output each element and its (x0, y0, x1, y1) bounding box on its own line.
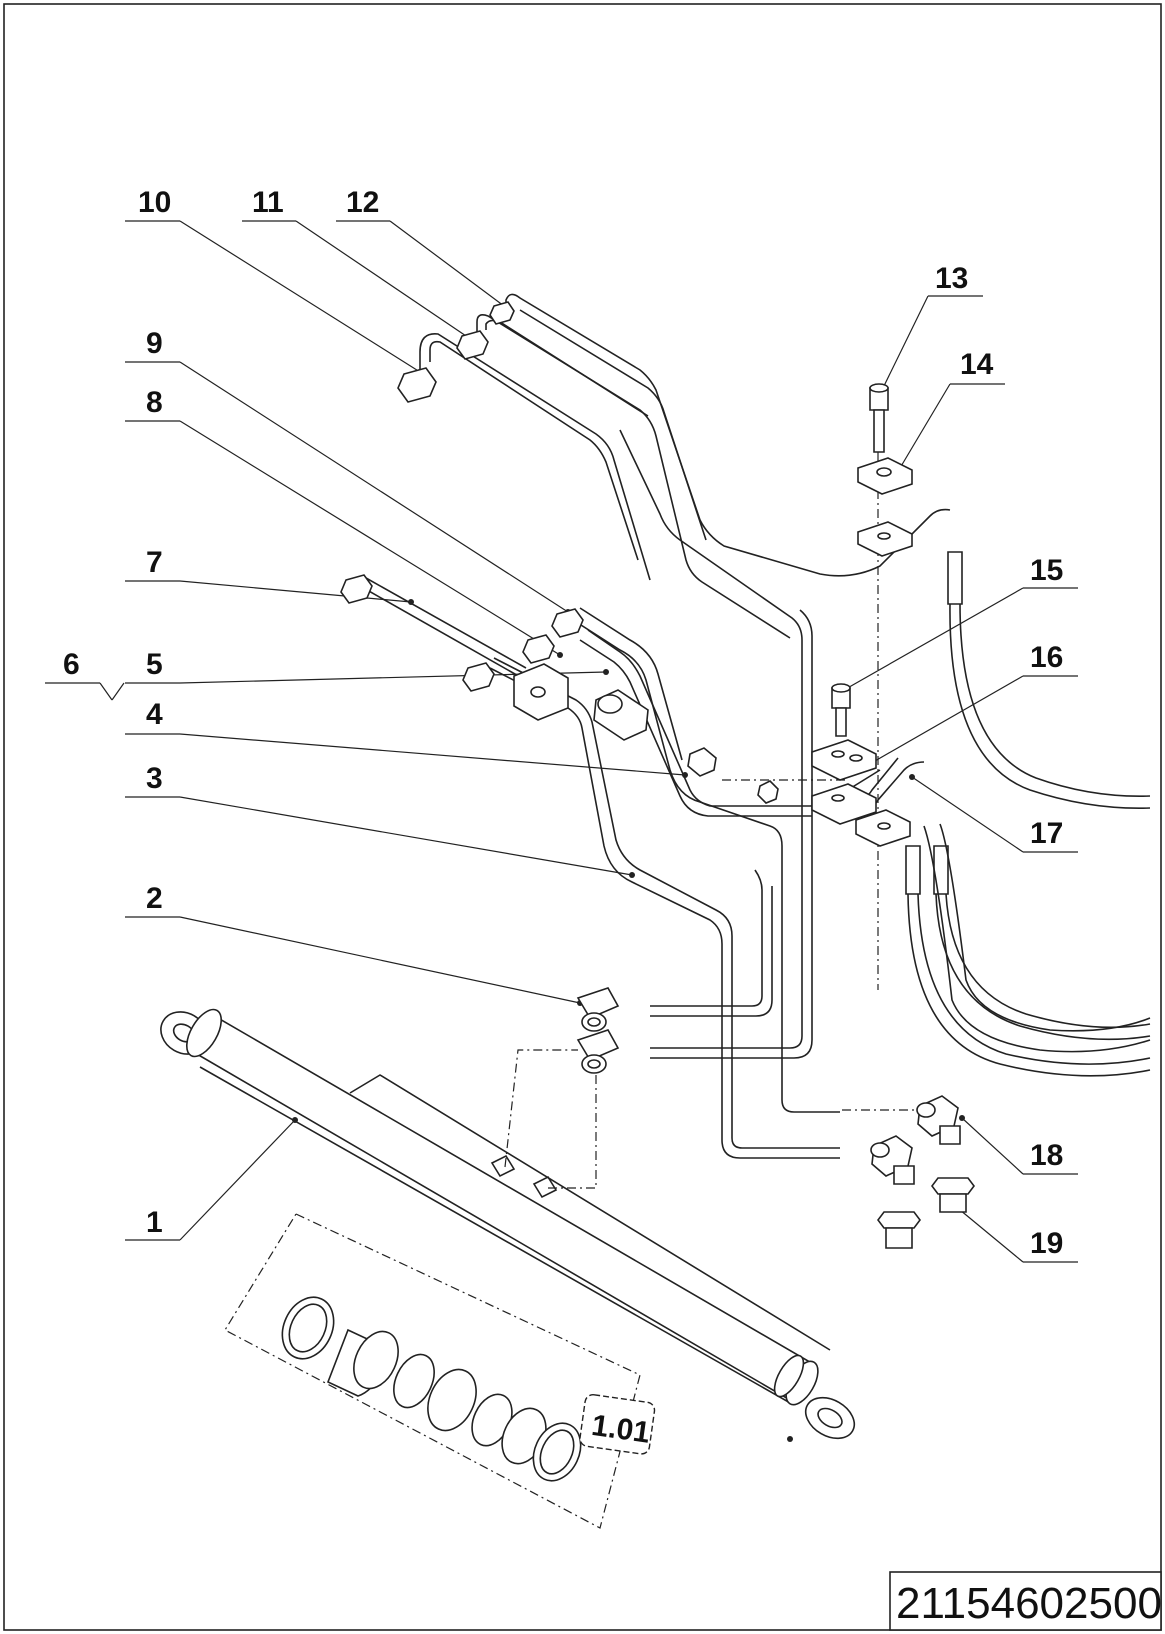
adapter-4[interactable] (687, 747, 779, 804)
adapter-5[interactable] (593, 689, 649, 741)
callout-label: 11 (252, 186, 284, 219)
adapter-19[interactable] (877, 1177, 975, 1249)
callout-2[interactable]: 2 (125, 882, 583, 1006)
flexible-hoses[interactable] (905, 551, 1151, 1077)
callout-label: 16 (1030, 641, 1063, 674)
callout-label: 9 (146, 327, 163, 360)
callout-15[interactable]: 15 (841, 554, 1078, 693)
callout-label: 14 (960, 348, 994, 381)
callout-label: 12 (346, 186, 379, 219)
drawing-number-box: 211546025001 (889, 1571, 1165, 1631)
seal-kit-label: 1.01 (590, 1409, 652, 1450)
bolt-13[interactable] (869, 383, 889, 453)
callout-17[interactable]: 17 (909, 774, 1078, 853)
assembly-centerlines (504, 395, 920, 1189)
callout-label: 19 (1030, 1227, 1063, 1260)
callout-10[interactable]: 10 (125, 186, 423, 375)
bolt-15[interactable] (831, 683, 851, 737)
callout-11[interactable]: 11 (242, 186, 475, 343)
callout-label: 4 (146, 698, 163, 731)
callout-label: 10 (138, 186, 171, 219)
callout-12[interactable]: 12 (336, 186, 507, 309)
callout-label: 13 (935, 262, 968, 295)
hydraulic-cylinder[interactable] (153, 1004, 861, 1447)
tee-block[interactable] (513, 663, 569, 721)
callout-label: 3 (146, 762, 163, 795)
drawing-number: 211546025001 (896, 1579, 1165, 1628)
callout-7[interactable]: 7 (125, 546, 414, 605)
callout-18[interactable]: 18 (959, 1115, 1078, 1175)
callout-label: 7 (146, 546, 163, 579)
callout-label: 18 (1030, 1139, 1063, 1172)
clamp-block-14[interactable] (857, 457, 913, 557)
callout-label: 17 (1030, 817, 1063, 850)
callout-label: 15 (1030, 554, 1063, 587)
seal-kit-label-box (579, 1394, 656, 1455)
callout-19[interactable]: 19 (951, 1202, 1078, 1263)
rigid-pipe-set[interactable] (359, 293, 951, 1159)
callout-6[interactable]: 6 (45, 648, 125, 701)
callout-label: 8 (146, 386, 163, 419)
pipe-end-nuts[interactable] (340, 301, 584, 692)
elbow-fitting-18[interactable] (870, 1095, 961, 1185)
callout-label: 1 (146, 1206, 163, 1239)
callout-3[interactable]: 3 (125, 762, 635, 878)
callout-label: 5 (146, 648, 163, 681)
callout-label: 6 (63, 648, 80, 681)
callout-14[interactable]: 14 (897, 348, 1005, 471)
sheet-border (3, 3, 1162, 1631)
elbow-fitting-lower[interactable] (576, 1029, 620, 1074)
callout-9[interactable]: 9 (125, 327, 571, 615)
elbow-fitting-upper[interactable] (576, 987, 620, 1032)
callout-8[interactable]: 8 (125, 386, 563, 658)
clamp-block-16[interactable] (811, 739, 911, 847)
callout-label: 2 (146, 882, 163, 915)
seal-kit[interactable]: 1.01 (224, 1213, 656, 1529)
callout-1[interactable]: 1 (125, 1117, 298, 1241)
